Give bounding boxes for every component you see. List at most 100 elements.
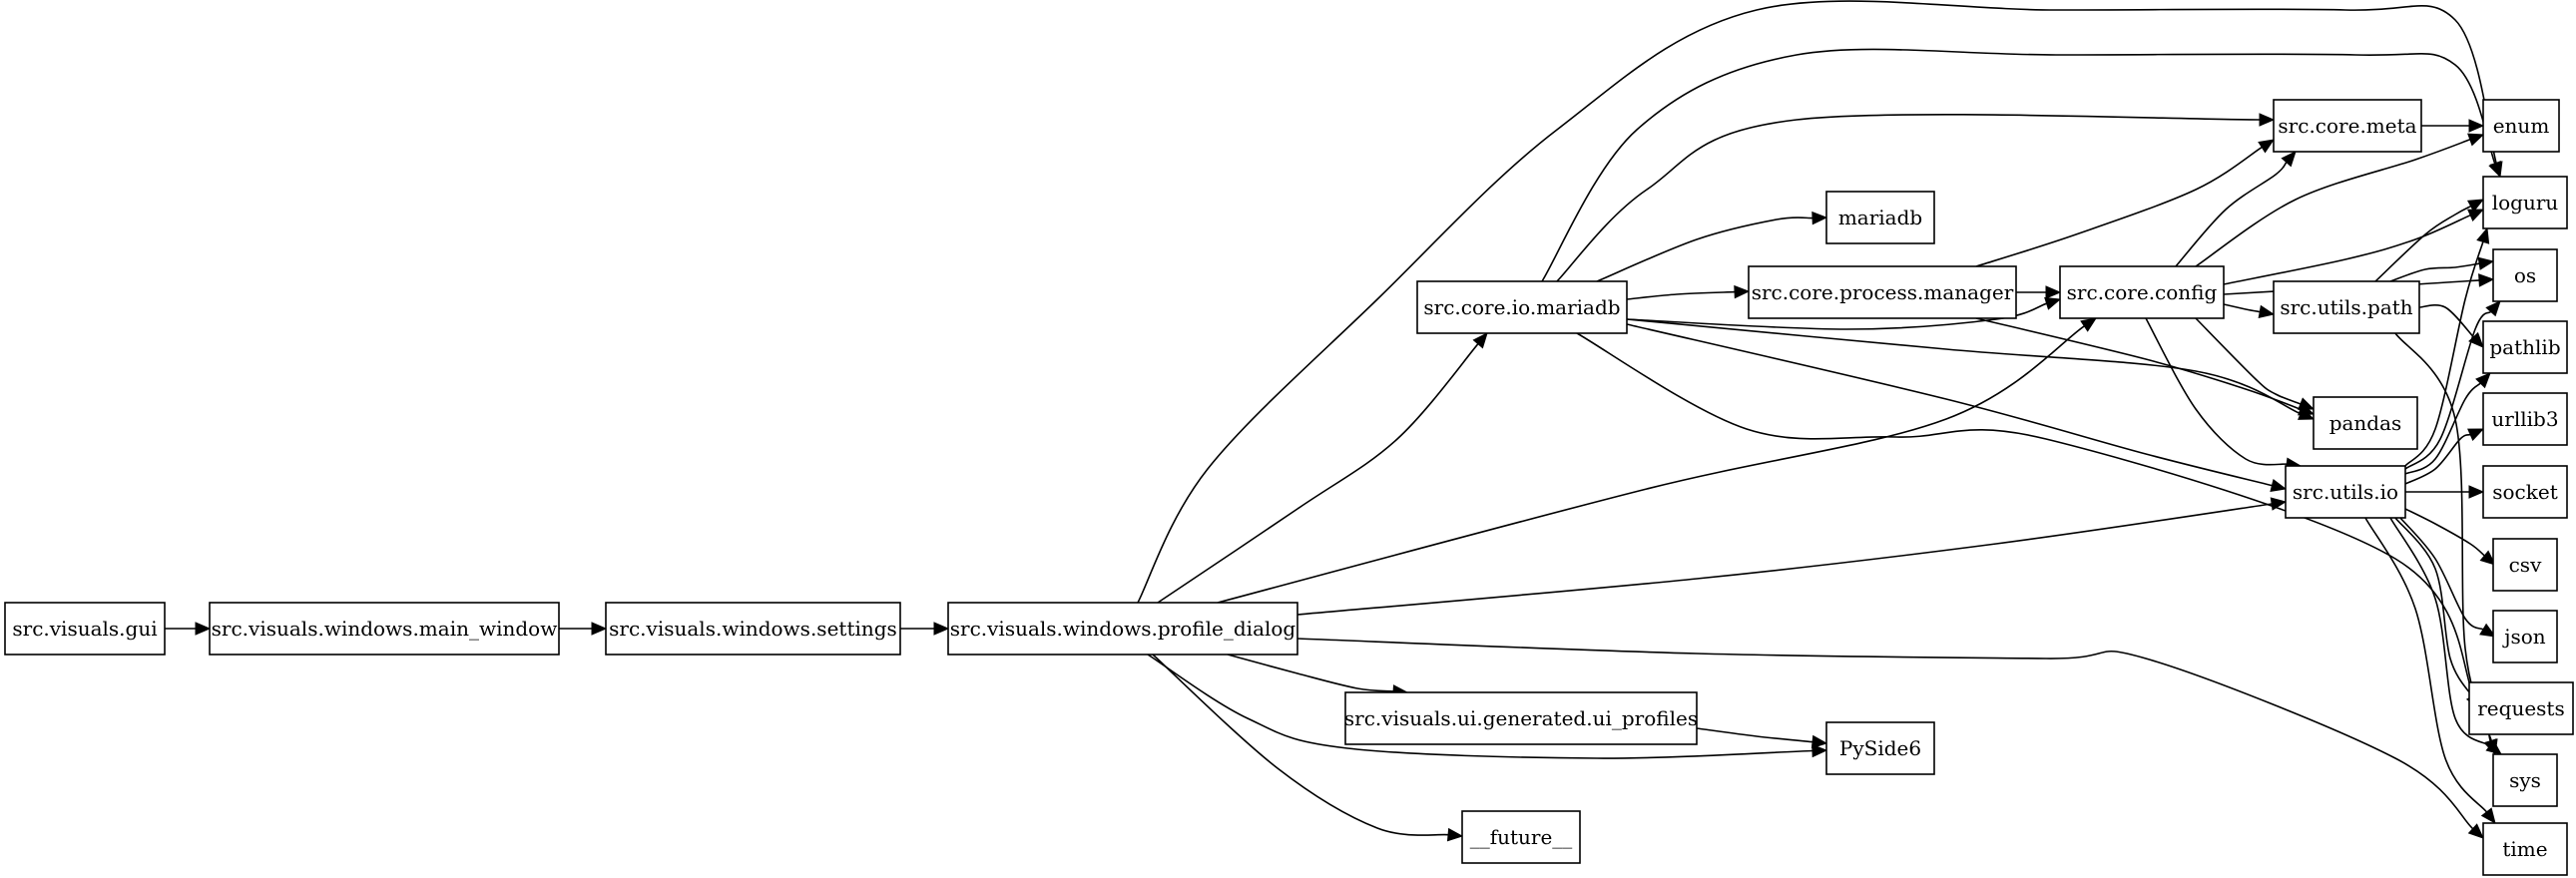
node-csv: csv <box>2492 538 2558 592</box>
node-enum: enum <box>2482 99 2560 153</box>
edge-line <box>2404 310 2492 470</box>
arrowhead <box>2270 478 2288 493</box>
nodes-layer: src.visuals.gui src.visuals.windows.main_… <box>4 99 2574 876</box>
edge-profile_dialog-to-pyside6 <box>1147 654 1828 759</box>
node-os: os <box>2492 248 2558 302</box>
edge-line <box>1541 48 2496 282</box>
node-box <box>1825 721 1935 775</box>
arrowhead <box>2298 397 2316 410</box>
node-box <box>1825 191 1935 244</box>
edge-utils_io-to-socket <box>2404 485 2485 499</box>
node-label: src.visuals.windows.main_window <box>212 617 558 641</box>
edge-process_manager-to-meta <box>1975 139 2276 267</box>
node-box <box>2468 681 2574 735</box>
edge-line <box>1296 638 2474 830</box>
arrowhead <box>195 622 212 636</box>
arrowhead <box>2467 133 2485 147</box>
edge-line <box>1217 325 2085 604</box>
edge-utils_path-to-pathlib <box>2418 304 2484 348</box>
node-box <box>1416 280 1628 334</box>
edge-line <box>1227 654 1394 692</box>
arrowhead <box>1472 332 1488 349</box>
edge-utils_io-to-os <box>2404 300 2501 470</box>
edge-line <box>1576 332 2492 742</box>
edge-line <box>1147 654 1813 759</box>
edge-io_mariadb-to-mariadb <box>1596 211 1828 282</box>
node-ui-profiles: src.visuals.ui.generated.ui_profiles <box>1344 691 1698 745</box>
node-time: time <box>2482 822 2568 876</box>
node-label: enum <box>2493 114 2550 138</box>
edge-io_mariadb-to-process_manager <box>1626 284 1751 300</box>
arrowhead <box>2467 428 2485 441</box>
node-label: src.core.io.mariadb <box>1423 295 1620 319</box>
node-sys: sys <box>2492 753 2558 807</box>
edge-utils_io-to-urllib3 <box>2404 428 2485 485</box>
node-utils-path: src.utils.path <box>2273 280 2420 334</box>
node-box <box>2059 265 2225 319</box>
edge-line <box>2374 205 2472 282</box>
arrowhead <box>2477 256 2495 270</box>
node-box <box>2273 99 2422 153</box>
arrowhead <box>2258 139 2276 154</box>
arrowhead <box>2045 285 2062 299</box>
node-box <box>2285 465 2406 519</box>
edge-line <box>1626 290 1736 300</box>
edge-line <box>1596 217 1813 282</box>
node-label: src.visuals.gui <box>12 617 157 641</box>
node-urllib3: urllib3 <box>2482 392 2568 446</box>
edge-utils_io-to-json <box>2399 517 2497 638</box>
node-label: pathlib <box>2489 335 2560 359</box>
node-loguru: loguru <box>2482 176 2568 229</box>
node-box <box>1344 691 1698 745</box>
edge-line <box>1152 654 1449 836</box>
arrowhead <box>2468 119 2485 133</box>
edge-config-to-meta <box>2175 151 2297 267</box>
edge-config-to-utils_path <box>2223 303 2276 319</box>
node-box <box>2482 392 2568 446</box>
node-label: src.core.meta <box>2278 114 2416 138</box>
edge-utils_io-to-pathlib <box>2404 372 2491 475</box>
arrowhead <box>2259 113 2276 127</box>
edge-utils_io-to-sys <box>2389 517 2502 755</box>
node-box <box>4 602 166 656</box>
arrowhead <box>2044 296 2062 310</box>
edges-layer <box>165 0 2503 842</box>
edge-gui-to-main_window <box>165 622 212 636</box>
edge-line <box>2195 139 2471 267</box>
node-box <box>2313 396 2418 450</box>
edge-settings-to-profile_dialog <box>900 622 950 636</box>
arrowhead <box>591 622 608 636</box>
node-io-mariadb: src.core.io.mariadb <box>1416 280 1628 334</box>
node-box <box>2492 753 2558 807</box>
node-label: os <box>2514 263 2536 287</box>
node-pandas: pandas <box>2313 396 2418 450</box>
node-label: pandas <box>2329 411 2402 435</box>
node-label: PySide6 <box>1839 736 1921 760</box>
edge-profile_dialog-to-io_mariadb <box>1157 332 1488 604</box>
node-label: src.visuals.windows.settings <box>609 617 897 641</box>
node-box <box>947 602 1298 656</box>
node-main-window: src.visuals.windows.main_window <box>209 602 560 656</box>
node-label: src.utils.path <box>2280 295 2412 319</box>
node-box <box>2482 99 2560 153</box>
arrowhead <box>1446 827 1464 842</box>
edge-process_manager-to-config <box>2016 285 2062 299</box>
edge-profile_dialog-to-future <box>1152 654 1464 842</box>
node-label: src.visuals.ui.generated.ui_profiles <box>1344 706 1698 730</box>
arrowhead <box>2478 273 2495 287</box>
edge-utils_io-to-time <box>2364 517 2496 825</box>
edge-line <box>1975 146 2263 267</box>
edge-profile_dialog-to-time <box>1296 638 2484 839</box>
edge-meta-to-enum <box>2421 119 2485 133</box>
node-config: src.core.config <box>2059 265 2225 319</box>
arrowhead <box>2281 151 2297 168</box>
edge-line <box>2364 517 2488 813</box>
edge-line <box>2404 508 2485 557</box>
node-process-manager: src.core.process.manager <box>1748 265 2017 319</box>
node-box <box>209 602 560 656</box>
edge-line <box>2389 517 2491 747</box>
edge-io_mariadb-to-meta <box>1556 113 2276 282</box>
edge-ui_profiles-to-pyside6 <box>1696 727 1828 749</box>
edge-line <box>1556 114 2261 282</box>
